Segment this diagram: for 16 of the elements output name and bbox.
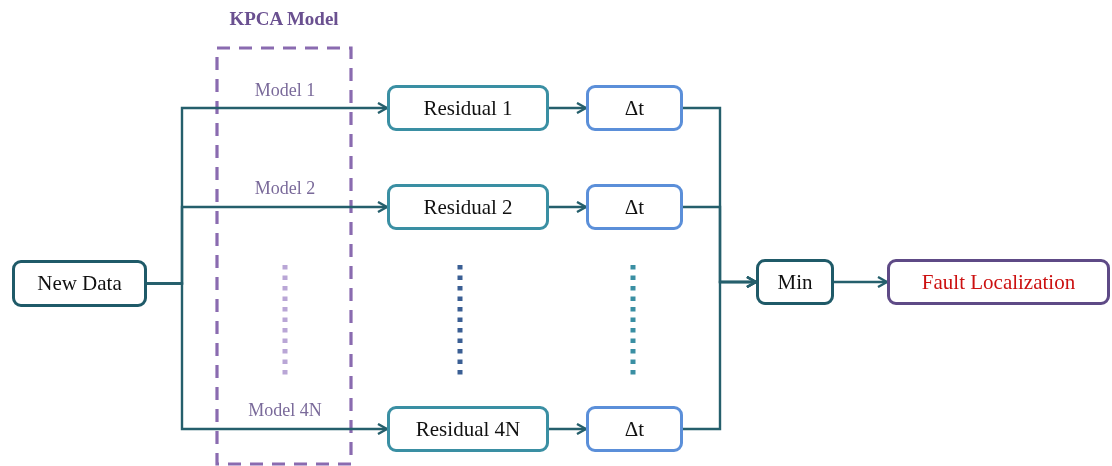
arrow bbox=[834, 275, 889, 289]
arrow bbox=[549, 101, 588, 115]
process-box: New Data bbox=[12, 260, 147, 307]
process-box: Residual 4N bbox=[387, 406, 549, 452]
process-box: Fault Localization bbox=[887, 259, 1110, 305]
group-title: KPCA Model bbox=[228, 8, 340, 30]
process-box: Min bbox=[756, 259, 834, 305]
process-box: Δt bbox=[586, 85, 683, 131]
process-box: Δt bbox=[586, 184, 683, 230]
process-box: Residual 1 bbox=[387, 85, 549, 131]
arrow bbox=[683, 275, 758, 431]
process-box: Δt bbox=[586, 406, 683, 452]
process-box: Residual 2 bbox=[387, 184, 549, 230]
arrow bbox=[549, 200, 588, 214]
arrow bbox=[549, 422, 588, 436]
arrow bbox=[147, 282, 389, 436]
